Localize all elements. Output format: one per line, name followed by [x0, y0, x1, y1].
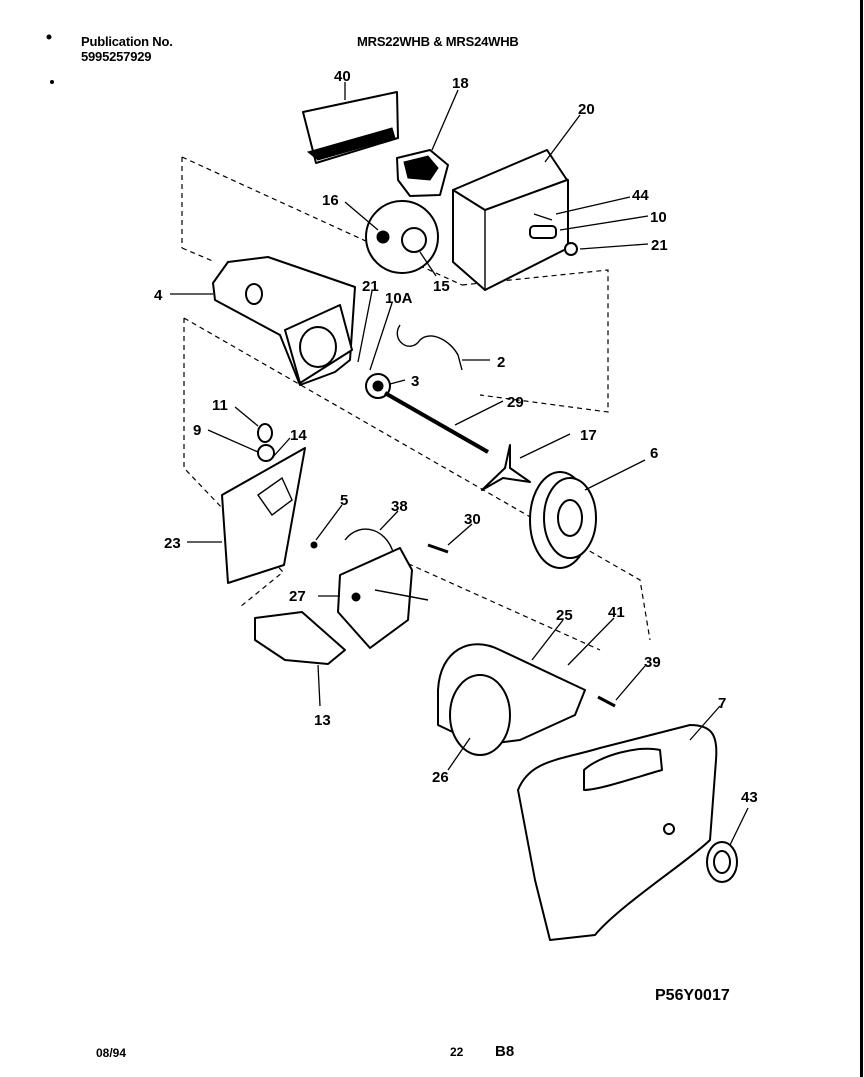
callout-41: 41 [608, 604, 625, 621]
chute-door-part-13 [254, 611, 346, 707]
footer-section: B8 [495, 1043, 515, 1060]
callout-39: 39 [644, 654, 661, 671]
callout-14: 14 [290, 427, 307, 444]
screw-part-30 [427, 523, 473, 554]
callout-43: 43 [741, 789, 758, 806]
motor-assembly-outline [399, 559, 601, 651]
callout-11: 11 [212, 397, 228, 414]
page-edge-border [860, 0, 863, 1077]
callout-29: 29 [507, 394, 524, 411]
leader-26 [447, 737, 471, 771]
callout-23: 23 [164, 535, 181, 552]
dispenser-housing-part-4 [170, 256, 356, 386]
callout-25: 25 [556, 607, 573, 624]
callout-20: 20 [578, 101, 595, 118]
motor-mount-part-25 [437, 617, 615, 756]
ice-crusher-wheel-part-6 [529, 459, 646, 569]
callout-40: 40 [334, 68, 351, 85]
screw-part-44 [533, 196, 631, 221]
callout-2: 2 [497, 354, 505, 371]
upper-assembly-outline [181, 156, 609, 413]
bulb-detail [344, 200, 439, 277]
publication-label: Publication No. [81, 34, 173, 49]
crusher-blade-part-17 [481, 433, 571, 491]
callout-13: 13 [314, 712, 331, 729]
cap-part-43 [706, 807, 749, 883]
callout-21: 21 [651, 237, 668, 254]
auger-shaft-part-29 [384, 391, 504, 454]
footer-page-number: 22 [450, 1045, 464, 1059]
light-cover-part-40 [302, 82, 399, 164]
front-cover-part-7 [517, 705, 721, 941]
callout-27: 27 [289, 588, 306, 605]
lower-assembly-outline [183, 317, 651, 641]
callout-6: 6 [650, 445, 658, 462]
solenoid-part-27 [318, 547, 429, 649]
margin-dot [50, 80, 54, 84]
gear-part-3 [365, 373, 406, 399]
callout-18: 18 [452, 75, 469, 92]
bracket-part-10 [529, 215, 649, 239]
callout-17: 17 [580, 427, 597, 444]
leader-14 [271, 437, 291, 459]
callout-16: 16 [322, 192, 339, 209]
wire-part-2 [396, 324, 463, 371]
callout-10a: 10A [385, 290, 413, 307]
callout-7: 7 [718, 695, 726, 712]
callout-15: 15 [433, 278, 450, 295]
switch-part-18 [396, 89, 459, 197]
callout-10: 10 [650, 209, 667, 226]
model-numbers: MRS22WHB & MRS24WHB [357, 34, 519, 49]
footer-date: 08/94 [96, 1046, 127, 1060]
callout-4: 4 [154, 287, 163, 304]
margin-dot [46, 34, 52, 40]
diagram-code: P56Y0017 [655, 987, 730, 1004]
leader-21-lower [357, 290, 373, 363]
callout-3: 3 [411, 373, 419, 390]
callout-21-lower: 21 [362, 278, 379, 295]
callout-5: 5 [340, 492, 348, 509]
screw-part-39 [597, 665, 646, 708]
actuator-panel-part-23 [187, 447, 306, 584]
washer-part-11 [234, 406, 273, 443]
callout-9: 9 [193, 422, 201, 439]
callout-38: 38 [391, 498, 408, 515]
screw-part-5 [310, 504, 343, 549]
housing-part-20 [452, 114, 581, 291]
publication-number: 5995257929 [81, 49, 152, 64]
leader-10a [369, 302, 393, 371]
spring-part-9 [207, 429, 275, 462]
callout-26: 26 [432, 769, 449, 786]
callout-30: 30 [464, 511, 481, 528]
callout-44: 44 [632, 187, 649, 204]
nut-part-21 [564, 242, 649, 256]
